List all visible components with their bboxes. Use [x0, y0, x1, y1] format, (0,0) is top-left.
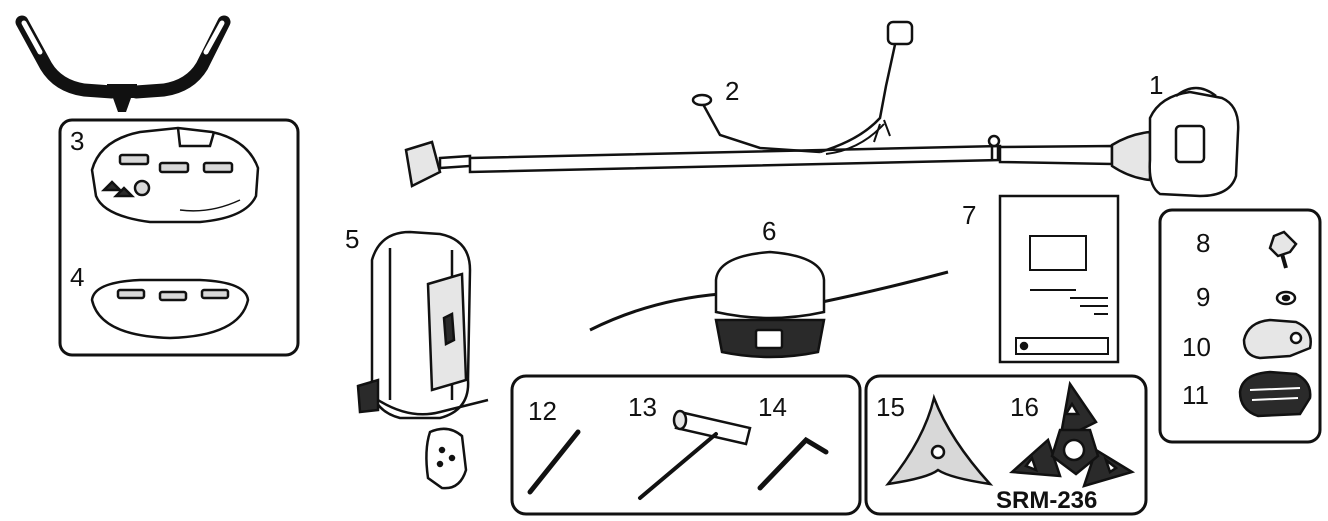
debris-shield-illustration [90, 126, 260, 224]
blade-panel [864, 374, 1148, 516]
part-number-11: 11 [1182, 380, 1209, 410]
part-number-5: 5 [345, 224, 359, 254]
part-number-4: 4 [70, 262, 84, 292]
part-number-3: 3 [70, 126, 84, 156]
knob-bolt-illustration [1268, 230, 1298, 269]
part-number-13: 13 [628, 392, 657, 422]
screwdriver-illustration [527, 429, 581, 495]
washer-illustration [1275, 290, 1297, 306]
blade-guard-illustration [1008, 380, 1136, 488]
part-number-12: 12 [528, 396, 557, 426]
part-number-7: 7 [962, 200, 976, 230]
loop-handle-illustration [691, 20, 914, 155]
trimmer-head-illustration [589, 250, 949, 359]
part-number-6: 6 [762, 216, 776, 246]
hardware-panel [1158, 208, 1322, 444]
socket-wrench-illustration [638, 409, 752, 500]
tools-panel [510, 374, 862, 516]
part-number-14: 14 [758, 392, 787, 422]
shield-extension-illustration [90, 278, 250, 340]
handlebar-illustration [15, 15, 231, 112]
harness-illustration [356, 230, 489, 490]
shield-parts-panel [58, 118, 300, 357]
trimmer-shaft-illustration [404, 86, 1240, 198]
part-number-16: 16 [1010, 392, 1039, 422]
part-number-15: 15 [876, 392, 905, 422]
guard-bracket-illustration [1238, 370, 1312, 418]
handle-clamp-illustration [1242, 318, 1312, 360]
hex-key-illustration [757, 436, 829, 491]
part-number-2: 2 [725, 76, 739, 106]
part-number-9: 9 [1196, 282, 1210, 312]
part-number-8: 8 [1196, 228, 1210, 258]
three-tooth-blade-illustration [884, 393, 994, 486]
model-label: SRM-236 [996, 487, 1097, 514]
part-number-1: 1 [1149, 70, 1163, 100]
part-number-10: 10 [1182, 332, 1211, 362]
manual-illustration [998, 194, 1120, 364]
